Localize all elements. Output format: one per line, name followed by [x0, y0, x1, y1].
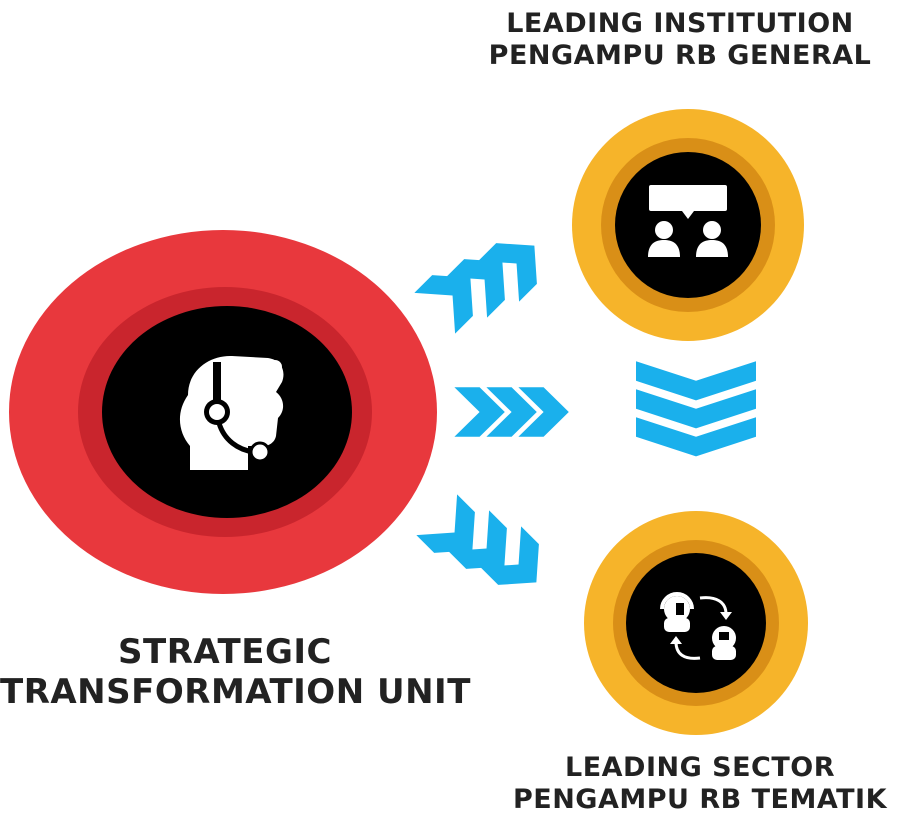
people-exchange-icon — [660, 592, 736, 660]
leading-sector-title-line1: LEADING SECTOR — [564, 752, 836, 783]
strategic-unit-title: STRATEGIC TRANSFORMATION UNIT — [0, 632, 471, 713]
leading-institution-title-line2: PENGAMPU RB GENERAL — [488, 39, 872, 71]
arrow-to-institution — [414, 225, 555, 334]
strategic-unit-title-line2: TRANSFORMATION UNIT — [0, 672, 471, 713]
headset-operator-icon — [179, 355, 284, 470]
leading-sector-node — [584, 511, 808, 735]
arrow-middle — [454, 387, 569, 437]
arrow-to-sector — [416, 494, 557, 603]
chevron-arrow-icon — [636, 361, 756, 401]
leading-institution-title: LEADING INSTITUTION PENGAMPU RB GENERAL — [480, 8, 880, 72]
leading-institution-node — [572, 109, 804, 341]
leading-sector-title-line2: PENGAMPU RB TEMATIK — [512, 783, 888, 815]
leading-sector-title: LEADING SECTOR PENGAMPU RB TEMATIK — [500, 752, 900, 816]
strategic-unit-node — [9, 230, 437, 594]
leading-institution-title-line1: LEADING INSTITUTION — [506, 8, 854, 39]
presentation-meeting-icon — [648, 185, 728, 257]
arrow-down — [636, 361, 756, 457]
strategic-unit-title-line1: STRATEGIC — [118, 632, 332, 672]
